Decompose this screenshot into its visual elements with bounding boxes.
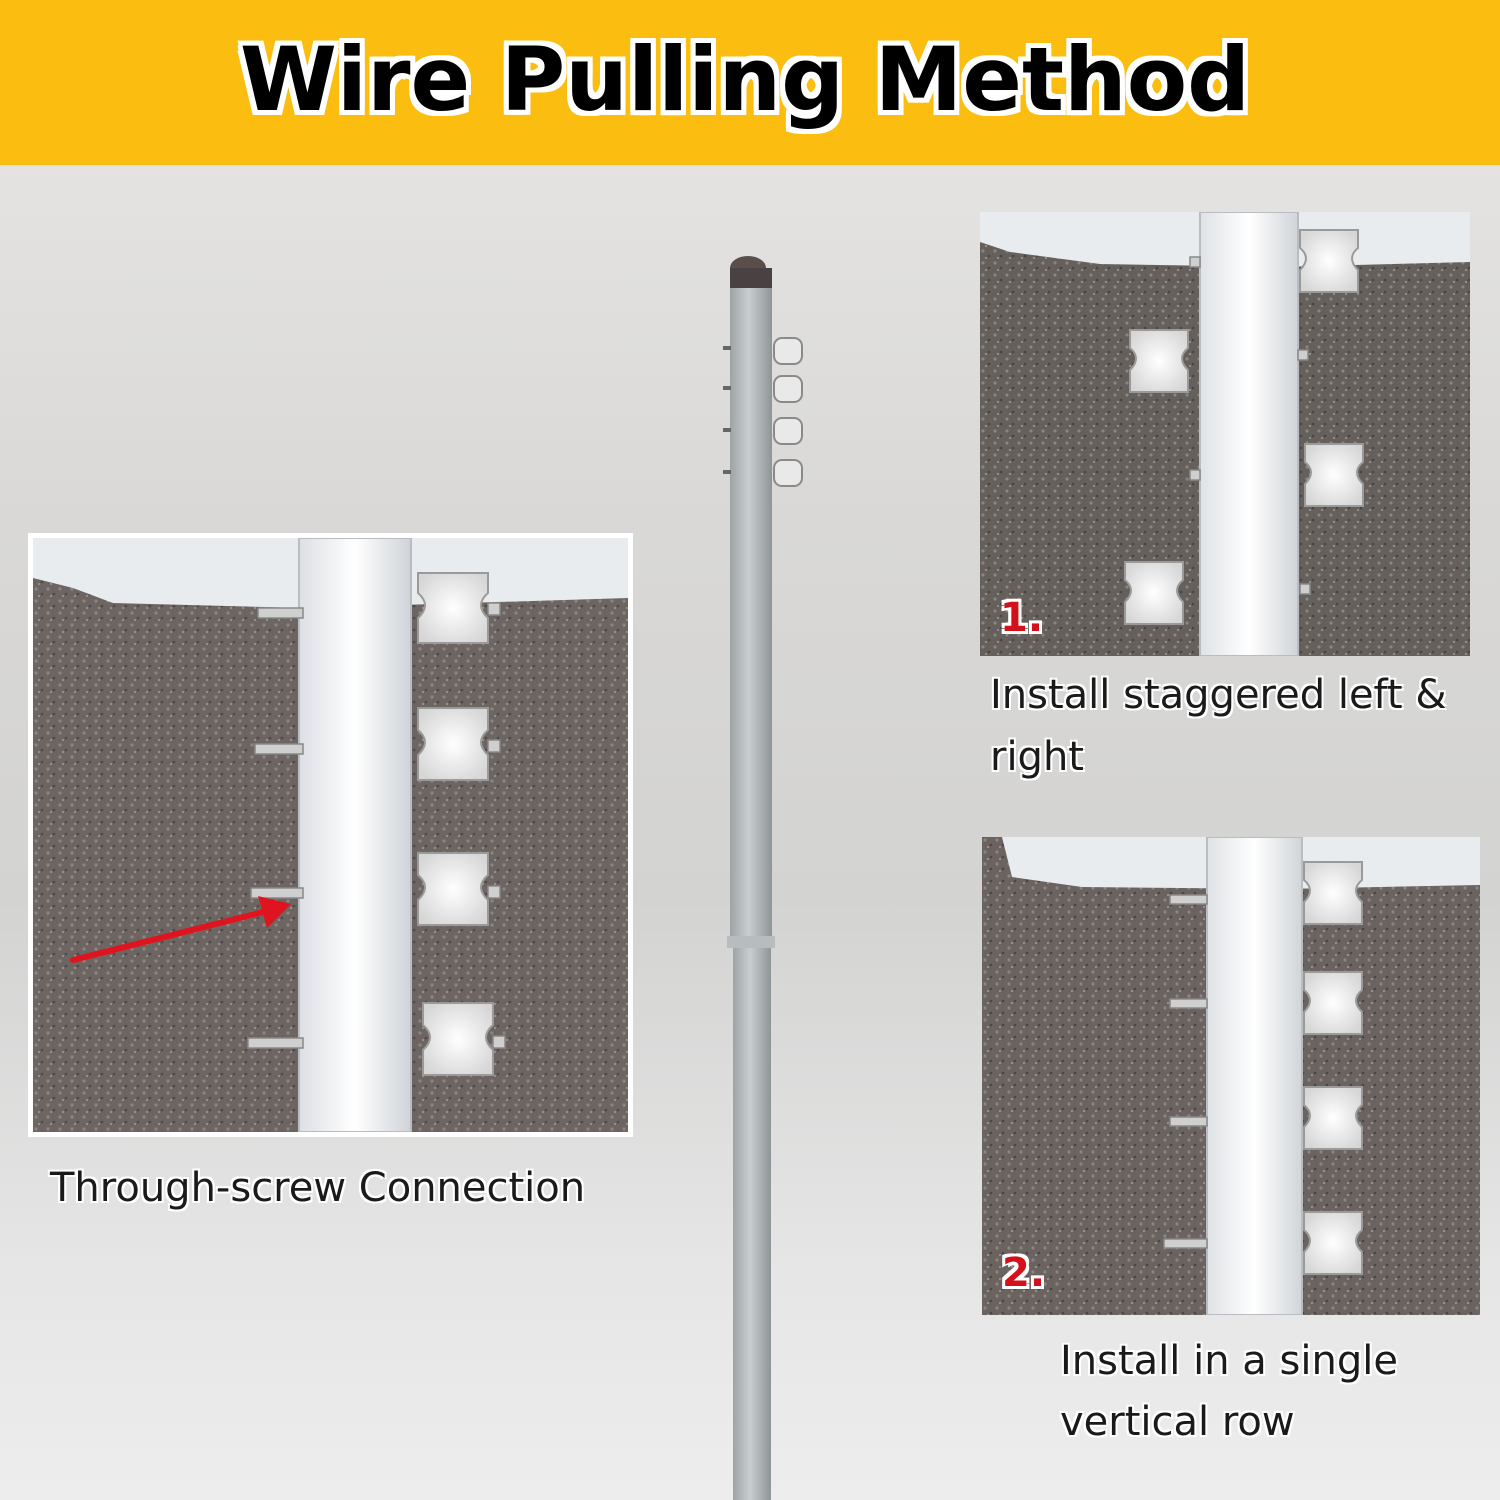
page-title: Wire Pulling Method: [239, 28, 1251, 131]
single-row-caption-line1: Install in a single: [1060, 1338, 1398, 1384]
staggered-caption-line1: Install staggered left &: [990, 672, 1447, 718]
step-number-1: 1.: [1000, 595, 1044, 641]
title-banner: [0, 0, 1500, 165]
through-screw-caption: Through-screw Connection: [50, 1165, 586, 1211]
through-screw-photo: [28, 533, 633, 1137]
step-number-2: 2.: [1002, 1250, 1046, 1296]
staggered-photo: [980, 212, 1470, 656]
single-row-caption-line2: vertical row: [1060, 1399, 1295, 1445]
single-row-photo: [982, 837, 1480, 1315]
staggered-caption-line2: right: [990, 734, 1084, 780]
